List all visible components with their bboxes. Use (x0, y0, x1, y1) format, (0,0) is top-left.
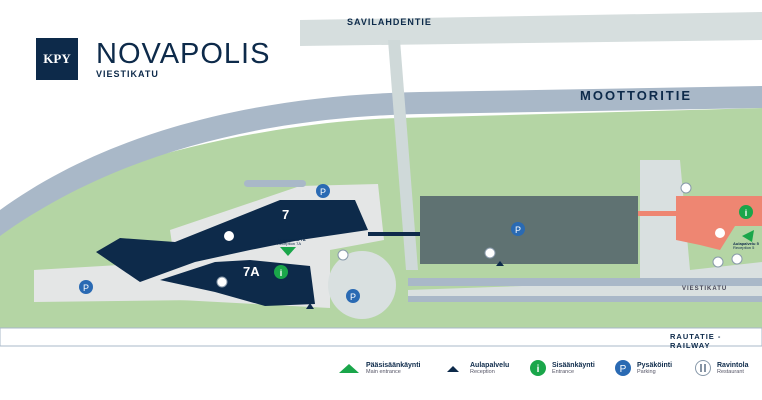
label-moottoritie: MOOTTORITIE (580, 88, 693, 103)
corridor (368, 232, 423, 236)
main-entrance-marker (742, 230, 754, 242)
info-icon: i (530, 360, 546, 376)
car-icon (216, 276, 228, 288)
parking-icon: P (615, 360, 631, 376)
svg-text:P: P (350, 292, 356, 302)
svg-text:i: i (280, 268, 283, 278)
bus-icon (337, 249, 349, 261)
svg-text:i: i (537, 364, 540, 375)
svg-text:P: P (515, 225, 521, 235)
legend-sublabel: Entrance (552, 368, 575, 375)
connector-road (388, 40, 418, 270)
reception-7a-fi: Aulapalvelu 7A (277, 237, 306, 242)
reception-marker (496, 261, 504, 266)
label-railway: RAUTATIE - RAILWAY (670, 332, 722, 350)
svg-text:P: P (83, 283, 89, 293)
legend-sublabel: Parking (637, 368, 656, 375)
legend-sublabel: Restaurant (717, 368, 744, 375)
legend-label: Ravintola (717, 361, 749, 369)
logo-name: NOVAPOLIS (96, 37, 271, 70)
viestikatu-road (408, 278, 762, 286)
restaurant-icon (715, 228, 725, 238)
building-7 (96, 200, 368, 282)
reception-7a-en: Reception 7A (277, 241, 302, 246)
label-savilahdentie: SAVILAHDENTIE (347, 17, 432, 27)
building-5-grey (420, 196, 638, 264)
building-7-label: 7 (282, 207, 291, 222)
logo: KPY NOVAPOLIS VIESTIKATU (36, 38, 270, 80)
main-entrance-icon (339, 364, 359, 373)
parking-icon[interactable]: P (511, 222, 525, 236)
car-icon (680, 182, 692, 194)
svg-text:P: P (320, 187, 326, 197)
savilahdentie-road (300, 12, 762, 46)
parking-east (408, 160, 762, 302)
reception-5-en: Reception 5 (733, 245, 755, 250)
logo-subtitle: VIESTIKATU (96, 68, 159, 79)
legend-sublabel: Reception (470, 368, 495, 375)
building-7a-label: 7A (243, 264, 260, 279)
main-entrance-marker (280, 247, 296, 256)
legend-label: Pääsisäänkäynti (366, 361, 421, 369)
parking-icon[interactable]: P (346, 289, 360, 303)
reception-icon (447, 366, 459, 372)
reception-marker (306, 303, 314, 309)
svg-text:P: P (620, 364, 627, 375)
info-icon[interactable]: i (739, 205, 753, 219)
railway-strip (0, 327, 762, 347)
bus-icon (731, 253, 743, 265)
restaurant-icon (695, 360, 711, 376)
moottoritie-road (0, 86, 762, 236)
parking-icon[interactable]: P (79, 280, 93, 294)
parking-icon[interactable]: P (316, 184, 330, 198)
viestikatu-road-lower (408, 296, 762, 302)
legend-label: Aulapalvelu (470, 361, 510, 369)
bike-icon (712, 256, 724, 268)
legend-label: Pysäköinti (637, 361, 673, 369)
info-icon[interactable]: i (274, 265, 288, 279)
legend-label: Sisäänkäynti (552, 361, 595, 369)
bike-icon (484, 247, 496, 259)
corridor-east (638, 211, 676, 216)
restaurant-icon (224, 231, 234, 241)
label-viestikatu: VIESTIKATU (682, 286, 728, 292)
parking-bar (244, 180, 306, 187)
roundabout (328, 251, 396, 319)
legend-sublabel: Main entrance (366, 368, 401, 375)
kpy-logo-mark: KPY (36, 38, 78, 80)
reception-5-fi: Aulapalvelu 5 (733, 241, 759, 246)
svg-text:i: i (745, 208, 748, 218)
